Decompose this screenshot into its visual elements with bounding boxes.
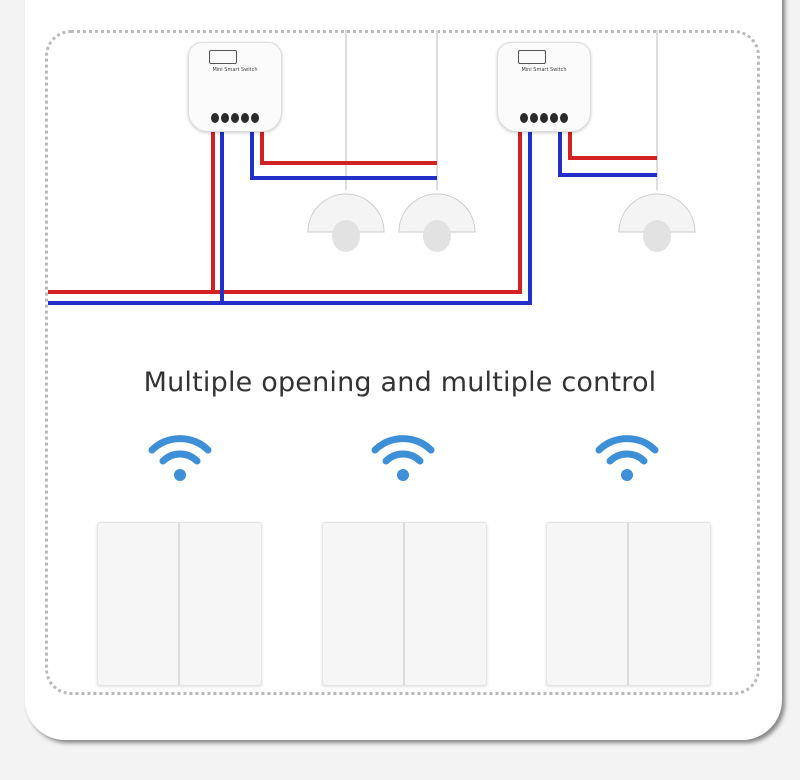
module-label: Mini Smart Switch [521, 67, 567, 73]
wifi-icon [148, 435, 212, 481]
smart-switch-module: Mini Smart Switch [497, 42, 591, 132]
pendant-lamp [398, 193, 476, 252]
live-wire [48, 130, 522, 294]
live-wire [568, 130, 657, 160]
dotted-frame [45, 30, 760, 695]
module-terminals [211, 113, 259, 123]
module-label: Mini Smart Switch [212, 67, 258, 73]
heading: Multiple opening and multiple control [143, 367, 657, 398]
wall-switch-panel [97, 522, 262, 686]
wall-switch-panel [322, 522, 487, 686]
gang-divider [403, 523, 405, 685]
gang-divider [627, 523, 629, 685]
smart-switch-module: Mini Smart Switch [188, 42, 282, 132]
wifi-icon [595, 435, 659, 481]
neutral-wire [558, 130, 657, 177]
neutral-wire [48, 130, 532, 305]
module-button-slot [209, 50, 237, 64]
pendant-lamp [307, 193, 385, 252]
module-terminals [520, 113, 568, 123]
wall-switch-panel [546, 522, 711, 686]
neutral-wire [250, 130, 437, 180]
wifi-icon [371, 435, 435, 481]
module-button-slot [518, 50, 546, 64]
gang-divider [178, 523, 180, 685]
live-wire [260, 130, 437, 165]
pendant-lamp [618, 193, 696, 252]
